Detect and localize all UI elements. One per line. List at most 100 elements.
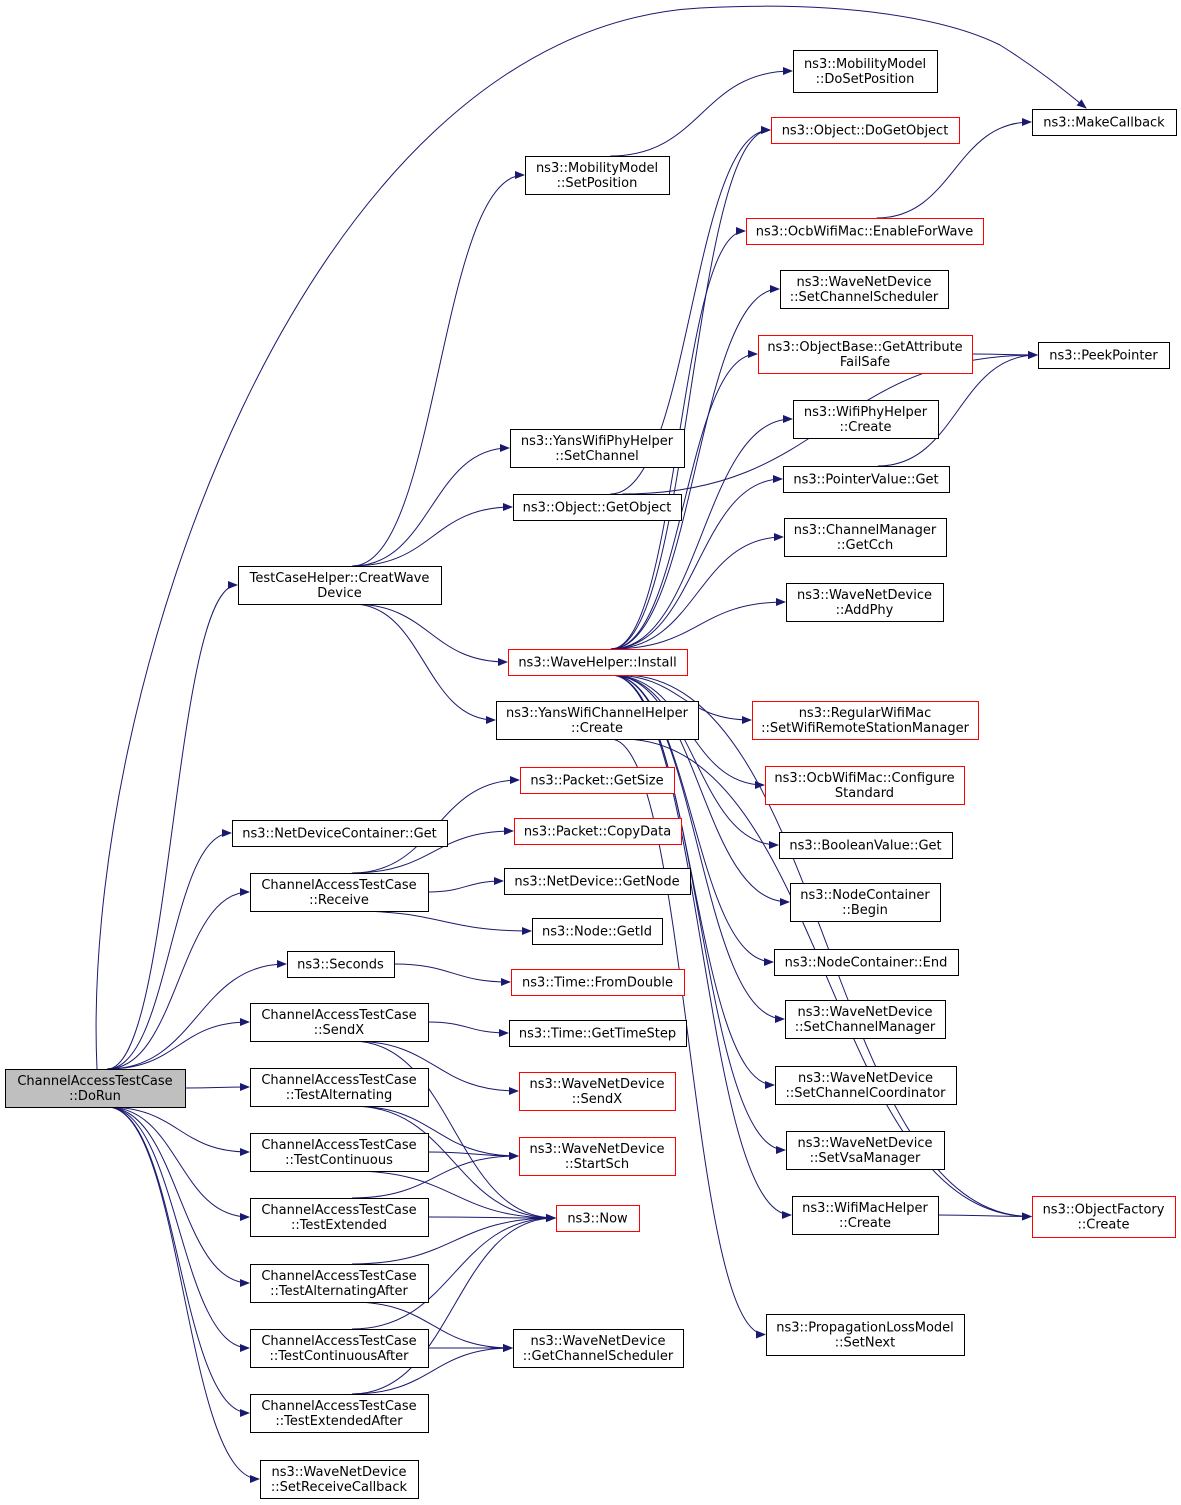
node-label: ::DoSetPosition xyxy=(816,72,915,87)
edge-pvget-to-peekpointer xyxy=(877,351,1038,467)
node-box xyxy=(766,1314,965,1356)
node-getobject[interactable]: ns3::Object::GetObject xyxy=(513,494,682,521)
node-getcch[interactable]: ns3::ChannelManager::GetCch xyxy=(784,518,947,557)
node-label: ::SendX xyxy=(314,1023,365,1038)
node-boolget[interactable]: ns3::BooleanValue::Get xyxy=(779,832,953,859)
node-mmdosetpos[interactable]: ns3::MobilityModel::DoSetPosition xyxy=(793,50,938,93)
node-objfactcreate[interactable]: ns3::ObjectFactory::Create xyxy=(1032,1196,1176,1238)
node-label: ::TestAlternatingAfter xyxy=(270,1284,408,1299)
node-pktgetsize[interactable]: ns3::Packet::GetSize xyxy=(520,767,675,794)
node-box xyxy=(514,818,682,845)
node-box xyxy=(232,820,448,847)
node-label: ChannelAccessTestCase xyxy=(261,878,416,893)
node-label: ::SetVsaManager xyxy=(810,1151,921,1166)
edge-seconds-to-fromdouble xyxy=(393,963,511,986)
node-ncbegin[interactable]: ns3::NodeContainer::Begin xyxy=(790,883,941,922)
node-yanssetch[interactable]: ns3::YansWifiPhyHelper::SetChannel xyxy=(510,429,685,468)
node-label: ns3::WaveHelper::Install xyxy=(518,656,676,671)
node-label: ns3::WaveNetDevice xyxy=(797,1005,932,1020)
node-mmsetpos[interactable]: ns3::MobilityModel::SetPosition xyxy=(525,156,670,195)
node-enableforwave[interactable]: ns3::OcbWifiMac::EnableForWave xyxy=(746,218,984,245)
node-testext[interactable]: ChannelAccessTestCase::TestExtended xyxy=(250,1198,429,1237)
edge-dorun-to-setrecvcb xyxy=(107,1106,260,1483)
node-gettimestep[interactable]: ns3::Time::GetTimeStep xyxy=(509,1020,687,1047)
edge-getobject-to-dogetobject xyxy=(610,126,771,495)
node-nodegetid[interactable]: ns3::Node::GetId xyxy=(532,918,663,945)
node-now[interactable]: ns3::Now xyxy=(556,1205,640,1232)
node-label: ns3::PeekPointer xyxy=(1049,349,1158,364)
node-box xyxy=(520,767,675,794)
node-testcont[interactable]: ChannelAccessTestCase::TestContinuous xyxy=(250,1133,429,1172)
node-box xyxy=(1032,1196,1176,1238)
node-setvsa[interactable]: ns3::WaveNetDevice::SetVsaManager xyxy=(786,1131,945,1170)
node-testextafter[interactable]: ChannelAccessTestCase::TestExtendedAfter xyxy=(250,1394,429,1433)
node-box xyxy=(1032,109,1177,136)
node-wifiphycreate[interactable]: ns3::WifiPhyHelper::Create xyxy=(793,400,939,439)
node-box xyxy=(287,951,395,978)
node-label: ChannelAccessTestCase xyxy=(261,1008,416,1023)
node-setchsched[interactable]: ns3::WaveNetDevice::SetChannelScheduler xyxy=(780,270,949,309)
node-box xyxy=(775,1066,957,1105)
node-dogetobject[interactable]: ns3::Object::DoGetObject xyxy=(771,117,960,144)
node-label: ::Begin xyxy=(842,903,888,918)
node-box xyxy=(765,766,965,805)
node-label: ::GetCch xyxy=(837,538,893,553)
edge-dorun-to-testaltafter xyxy=(107,1106,250,1287)
node-wifimaccreate[interactable]: ns3::WifiMacHelper::Create xyxy=(792,1196,939,1235)
node-label: ns3::WifiPhyHelper xyxy=(804,405,928,420)
edge-waveinstall-to-setchsched xyxy=(610,285,780,650)
node-makecallback[interactable]: ns3::MakeCallback xyxy=(1032,109,1177,136)
node-label: ns3::WaveNetDevice xyxy=(797,588,932,603)
node-pktcopy[interactable]: ns3::Packet::CopyData xyxy=(514,818,682,845)
node-label: ns3::ObjectBase::GetAttribute xyxy=(767,340,962,355)
node-ncend[interactable]: ns3::NodeContainer::End xyxy=(774,949,959,976)
node-label: ::TestExtendedAfter xyxy=(275,1414,403,1429)
node-setchmgr[interactable]: ns3::WaveNetDevice::SetChannelManager xyxy=(785,1000,946,1039)
node-wndsendx[interactable]: ns3::WaveNetDevice::SendX xyxy=(519,1072,676,1111)
node-getchsched[interactable]: ns3::WaveNetDevice::GetChannelScheduler xyxy=(513,1329,684,1368)
node-fromdouble[interactable]: ns3::Time::FromDouble xyxy=(511,969,685,996)
node-setwrsm[interactable]: ns3::RegularWifiMac::SetWifiRemoteStatio… xyxy=(752,701,979,740)
node-label: ::Create xyxy=(571,721,623,736)
node-label: ::StartSch xyxy=(565,1157,629,1172)
node-label: ::SetPosition xyxy=(557,176,638,191)
node-pvget[interactable]: ns3::PointerValue::Get xyxy=(783,466,950,493)
node-label: Device xyxy=(317,586,361,601)
node-label: ns3::BooleanValue::Get xyxy=(789,839,941,854)
node-label: ns3::Node::GetId xyxy=(542,925,652,940)
node-ndcget[interactable]: ns3::NetDeviceContainer::Get xyxy=(232,820,448,847)
node-box xyxy=(532,918,663,945)
edge-sendx-to-wndsendx xyxy=(351,1040,519,1095)
node-seconds[interactable]: ns3::Seconds xyxy=(287,951,395,978)
node-label: ::TestContinuous xyxy=(285,1153,393,1168)
node-receive[interactable]: ChannelAccessTestCase::Receive xyxy=(250,873,429,912)
node-setrecvcb[interactable]: ns3::WaveNetDevice::SetReceiveCallback xyxy=(260,1460,419,1499)
node-testaltafter[interactable]: ChannelAccessTestCase::TestAlternatingAf… xyxy=(250,1264,429,1303)
edge-dorun-to-testext xyxy=(107,1106,250,1221)
node-label: FailSafe xyxy=(840,355,890,370)
node-box xyxy=(250,1198,429,1237)
node-setchcoord[interactable]: ns3::WaveNetDevice::SetChannelCoordinato… xyxy=(775,1066,957,1105)
node-box xyxy=(771,117,960,144)
node-label: ns3::OcbWifiMac::Configure xyxy=(774,771,954,786)
node-label: ns3::PointerValue::Get xyxy=(793,473,938,488)
node-box xyxy=(513,1329,684,1368)
node-box xyxy=(511,969,685,996)
node-ndgetnode[interactable]: ns3::NetDevice::GetNode xyxy=(504,868,691,895)
node-testalt[interactable]: ChannelAccessTestCase::TestAlternating xyxy=(250,1068,429,1107)
edge-testcontafter-to-now xyxy=(351,1214,556,1330)
node-yanschcreate[interactable]: ns3::YansWifiChannelHelper::Create xyxy=(496,701,699,740)
node-waveinstall[interactable]: ns3::WaveHelper::Install xyxy=(508,649,688,676)
node-addphy[interactable]: ns3::WaveNetDevice::AddPhy xyxy=(786,583,944,622)
node-testcontafter[interactable]: ChannelAccessTestCase::TestContinuousAft… xyxy=(250,1329,429,1368)
node-propsetnext[interactable]: ns3::PropagationLossModel::SetNext xyxy=(766,1314,965,1356)
node-startsch[interactable]: ns3::WaveNetDevice::StartSch xyxy=(519,1137,676,1176)
node-box xyxy=(250,1264,429,1303)
node-peekpointer[interactable]: ns3::PeekPointer xyxy=(1038,342,1170,369)
node-sendx[interactable]: ChannelAccessTestCase::SendX xyxy=(250,1003,429,1042)
node-label: ns3::NodeContainer xyxy=(800,888,930,903)
node-label: ns3::MakeCallback xyxy=(1043,116,1165,131)
